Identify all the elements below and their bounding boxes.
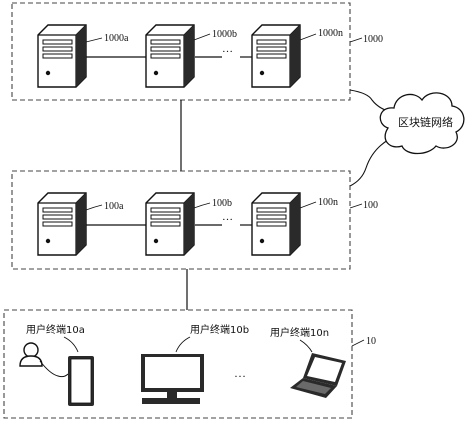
leader-10b: [175, 336, 191, 353]
leader-10n: [299, 339, 313, 353]
leader-1000a: [85, 37, 103, 43]
node-label-100b: 100b: [212, 198, 232, 209]
cluster-10-boundary: [3, 309, 353, 419]
leader-10a: [63, 336, 79, 353]
network-label: 区块链网络: [398, 115, 453, 129]
server-icon-1000n: [251, 24, 301, 88]
node-label-1000a: 1000a: [104, 33, 129, 44]
cluster-label-10: 10: [366, 336, 376, 347]
monitor-icon: [141, 354, 204, 404]
server-icon-1000b: [145, 24, 195, 88]
terminal-label-10n: 用户终端10n: [270, 326, 329, 339]
node-label-1000b: 1000b: [212, 29, 237, 40]
cluster-100: 100a 100b 100n … 100: [11, 170, 378, 270]
blockchain-network: 区块链网络: [349, 89, 465, 187]
cluster-label-100: 100: [363, 200, 378, 211]
terminal-label-10a: 用户终端10a: [26, 323, 85, 336]
cluster-100-boundary: [11, 170, 351, 270]
server-icon-100b: [145, 192, 195, 256]
leader-1000n: [299, 33, 317, 41]
leader-10: [351, 339, 365, 347]
phone-icon: [68, 356, 94, 406]
leader-100a: [85, 204, 103, 211]
ellipsis-100: …: [222, 211, 233, 223]
cloud-link-100: [349, 139, 389, 187]
ellipsis-1000: …: [222, 43, 233, 55]
cloud-link-1000: [349, 89, 391, 113]
server-icon-1000a: [37, 24, 87, 88]
terminal-label-10b: 用户终端10b: [190, 323, 249, 336]
node-label-1000n: 1000n: [318, 28, 343, 39]
cluster-1000: 1000a 1000b 1000n … 1000: [11, 2, 383, 101]
laptop-icon: [290, 353, 346, 398]
cluster-10: 用户终端10a 用户终端10b …: [3, 309, 376, 419]
terminal-10n: 用户终端10n: [270, 326, 346, 398]
node-label-100n: 100n: [318, 197, 338, 208]
server-icon-100n: [251, 192, 301, 256]
leader-1000b: [193, 33, 211, 41]
user-icon: [19, 342, 69, 378]
server-icon-100a: [37, 192, 87, 256]
leader-1000: [349, 37, 363, 43]
ellipsis-10: …: [234, 366, 246, 380]
node-label-100a: 100a: [104, 201, 124, 212]
cluster-label-1000: 1000: [363, 34, 383, 45]
cloud-icon: [379, 92, 465, 155]
terminal-10b: 用户终端10b: [141, 323, 249, 404]
leader-100n: [299, 201, 317, 209]
terminal-10a: 用户终端10a: [19, 323, 94, 406]
leader-100b: [193, 202, 211, 209]
leader-100: [349, 203, 363, 209]
